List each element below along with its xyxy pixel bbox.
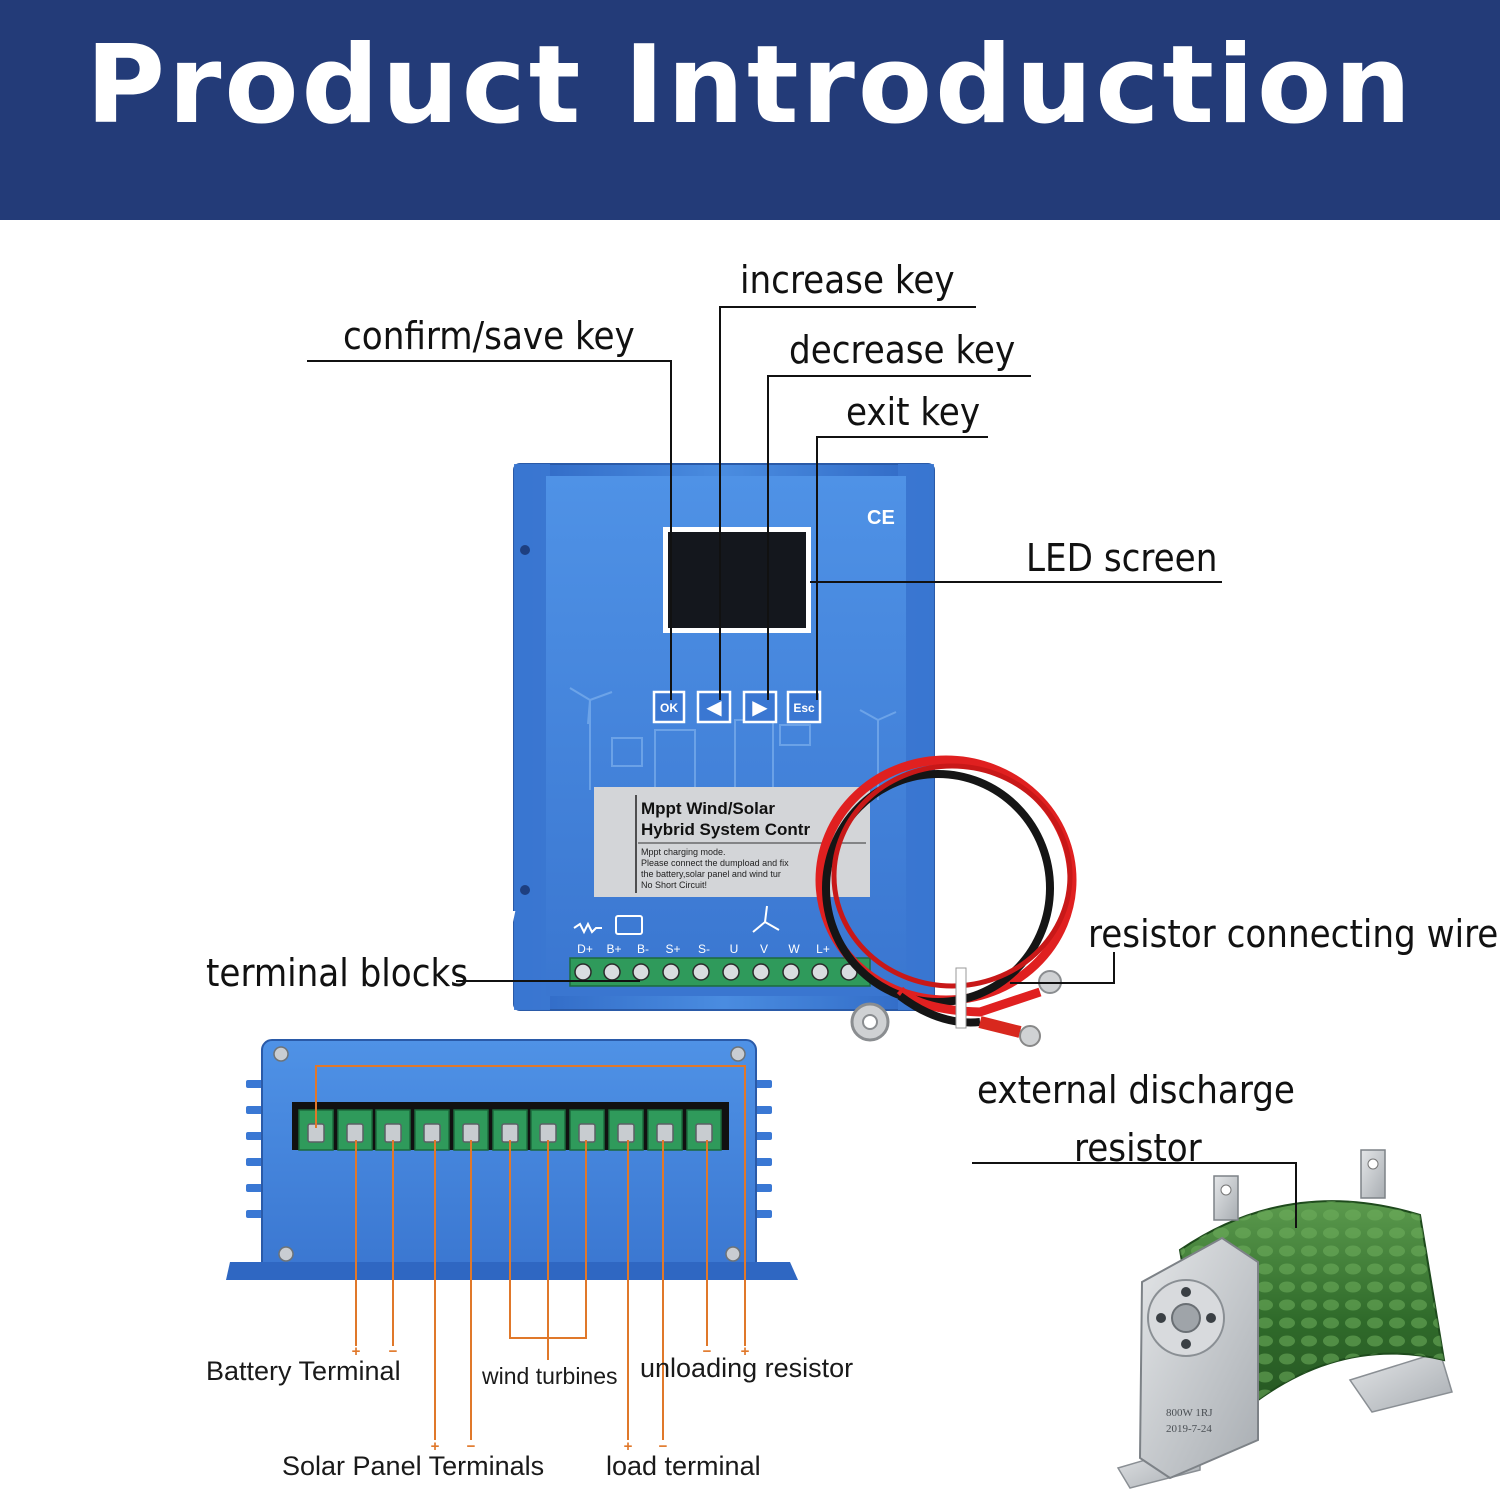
label-terminal-blocks: terminal blocks (206, 951, 469, 995)
load-plus-mark: + (624, 1438, 633, 1455)
button-ok[interactable]: OK (652, 690, 686, 724)
button-decrease-label: ▶ (752, 695, 768, 719)
solar-minus-mark: − (467, 1438, 476, 1455)
label-unloading-resistor: unloading resistor (640, 1353, 854, 1383)
controller-terminal-view (226, 1039, 798, 1280)
label-wind-turbines: wind turbines (482, 1363, 618, 1389)
button-decrease[interactable]: ▶ (742, 690, 778, 724)
label-decrease-key: decrease key (789, 328, 1016, 372)
sticker-line-3: the battery,solar panel and wind tur (641, 869, 781, 879)
resistor-wire-coil (815, 755, 1077, 1047)
controller-front: CE OK ◀ ▶ Esc Mppt Wind/Solar Hybrid Sys… (482, 463, 935, 1011)
solar-plus-mark: + (431, 1438, 440, 1455)
header-banner: Product Introduction (0, 0, 1500, 220)
label-solar-panel-terminals: Solar Panel Terminals (282, 1451, 545, 1481)
sticker-title-1: Mppt Wind/Solar (641, 799, 775, 818)
button-ok-label: OK (660, 701, 678, 715)
page-title: Product Introduction (85, 23, 1415, 148)
terminal-label-u: U (730, 942, 739, 956)
terminal-label-w: W (788, 942, 800, 956)
label-external-discharge: external discharge (977, 1068, 1295, 1112)
button-esc[interactable]: Esc (786, 690, 822, 724)
terminal-icons (482, 905, 780, 935)
terminal-callout-lines (315, 1065, 746, 1440)
sticker-line-1: Mppt charging mode. (641, 847, 726, 857)
ce-mark: CE (867, 507, 895, 529)
terminal-label-d-plus: D+ (577, 942, 593, 956)
label-increase-key: increase key (740, 258, 955, 302)
battery-minus-mark: − (389, 1343, 398, 1360)
terminal-label-s-plus: S+ (665, 942, 680, 956)
label-battery-terminal: Battery Terminal (206, 1356, 401, 1386)
label-resistor-connecting-wire: resistor connecting wire (1088, 912, 1499, 956)
terminal-label-s-minus: S- (698, 942, 710, 956)
terminal-label-b-minus: B- (637, 942, 649, 956)
resistor-marking-1: 800W 1RJ (1166, 1407, 1213, 1419)
button-increase[interactable]: ◀ (696, 690, 732, 724)
battery-plus-mark: + (352, 1343, 361, 1360)
terminal-label-b-plus: B+ (606, 942, 621, 956)
unloading-minus-mark: − (703, 1343, 712, 1360)
resistor-marking-2: 2019-7-24 (1166, 1423, 1212, 1435)
label-led-screen: LED screen (1026, 536, 1218, 580)
label-exit-key: exit key (846, 390, 981, 434)
label-load-terminal: load terminal (606, 1451, 761, 1481)
sticker-line-2: Please connect the dumpload and fix (641, 858, 789, 868)
top-callout-lines (307, 306, 1297, 1228)
discharge-resistor: 800W 1RJ 2019-7-24 (1116, 1149, 1453, 1489)
load-minus-mark: − (659, 1438, 668, 1455)
unloading-plus-mark: + (741, 1343, 750, 1360)
button-esc-label: Esc (793, 701, 815, 715)
terminal-label-v: V (760, 942, 768, 956)
label-confirm-save-key: confirm/save key (343, 314, 635, 358)
terminal-label-l-plus: L+ (816, 942, 830, 956)
label-external-discharge-resistor: resistor (1074, 1126, 1202, 1170)
sticker-title-2: Hybrid System Contr (641, 820, 810, 839)
sticker-line-4: No Short Circuit! (641, 880, 707, 890)
button-increase-label: ◀ (706, 695, 722, 719)
